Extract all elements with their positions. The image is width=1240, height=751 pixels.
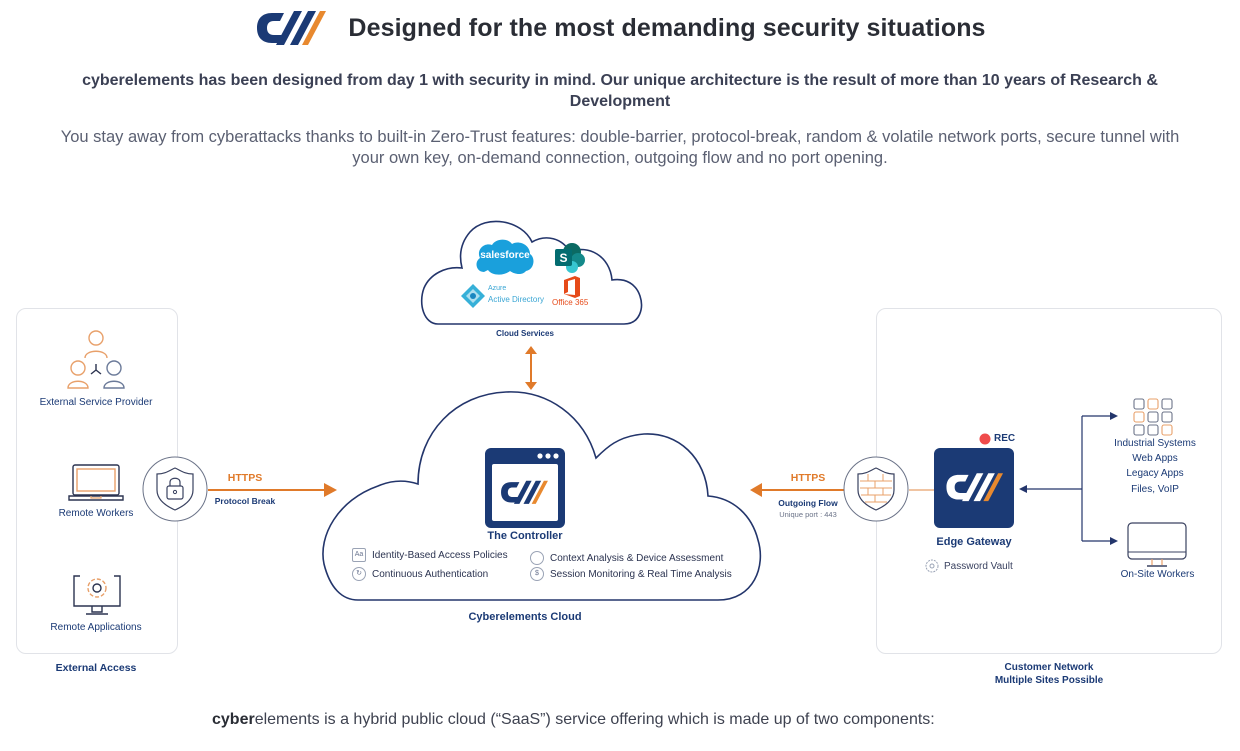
on-site-workers-label: On-Site Workers <box>1120 569 1195 580</box>
unique-port-label: Unique port : 443 <box>779 510 837 519</box>
monitor-gear-icon <box>73 575 121 615</box>
intro-bold: cyberelements has been designed from day… <box>82 72 1158 110</box>
cyberelements-logo-icon <box>257 11 327 45</box>
azure-ad-logo-icon <box>461 284 485 308</box>
bidirectional-arrow-icon <box>525 346 537 390</box>
multiple-sites-label: Multiple Sites Possible <box>994 675 1104 686</box>
https-arrow-left-icon <box>208 483 337 497</box>
magnifier-icon <box>530 551 544 565</box>
intro-regular: You stay away from cyberattacks thanks t… <box>60 128 1180 167</box>
rec-indicator-icon <box>979 433 991 445</box>
sharepoint-letter: S <box>559 251 568 265</box>
feature-label: Context Analysis & Device Assessment <box>550 552 724 564</box>
page-header: Designed for the most demanding security… <box>0 6 1240 50</box>
azure-ad-line1: Azure <box>488 285 507 292</box>
edge-gateway-icon <box>934 448 1014 528</box>
remote-applications-label: Remote Applications <box>50 622 142 633</box>
outgoing-flow-label: Outgoing Flow <box>778 498 838 508</box>
rec-label: REC <box>994 433 1016 444</box>
resource-files-voip: Files, VoIP <box>1131 484 1179 495</box>
protocol-break-label: Protocol Break <box>214 496 276 506</box>
id-card-icon: Aa <box>352 548 366 562</box>
feature-identity-policies: Aa Identity-Based Access Policies <box>352 548 508 562</box>
password-vault-label: Password Vault <box>944 561 1013 572</box>
feature-label: Session Monitoring & Real Time Analysis <box>550 568 732 580</box>
resource-web-apps: Web Apps <box>1132 453 1178 464</box>
cloud-services-label: Cloud Services <box>496 329 554 338</box>
footer-body: elements is a hybrid public cloud (“SaaS… <box>254 711 935 728</box>
sharepoint-logo-icon <box>555 243 585 273</box>
https-left-label: HTTPS <box>227 472 263 484</box>
customer-network-panel <box>876 308 1222 654</box>
salesforce-logo-text: salesforce <box>480 250 530 261</box>
remote-workers-label: Remote Workers <box>58 508 134 519</box>
external-access-label: External Access <box>55 662 137 674</box>
firewall-shield-icon <box>843 456 909 522</box>
monitoring-icon: $ <box>530 567 544 581</box>
footer-text: cyberelements is a hybrid public cloud (… <box>212 711 935 729</box>
feature-label: Continuous Authentication <box>372 568 489 580</box>
page-title: Designed for the most demanding security… <box>348 13 986 42</box>
footer-brand-bold: cyber <box>212 711 255 728</box>
resource-connectors <box>1019 412 1118 545</box>
feature-continuous-auth: ↻ Continuous Authentication <box>352 567 488 581</box>
apps-grid-icon <box>1133 398 1173 436</box>
controller-app-icon <box>485 448 565 528</box>
azure-ad-line2: Active Directory <box>488 295 545 304</box>
cyberelements-cloud-label: Cyberelements Cloud <box>468 611 582 623</box>
feature-session-monitoring: $ Session Monitoring & Real Time Analysi… <box>530 567 732 581</box>
external-service-provider-label: External Service Provider <box>39 397 153 408</box>
laptop-icon <box>68 464 124 501</box>
password-vault-icon <box>925 559 939 573</box>
shield-lock-icon <box>142 456 208 522</box>
resource-industrial-systems: Industrial Systems <box>1114 438 1196 449</box>
feature-context-analysis: Context Analysis & Device Assessment <box>530 551 723 565</box>
controller-title: The Controller <box>487 530 563 542</box>
refresh-user-icon: ↻ <box>352 567 366 581</box>
salesforce-logo-icon <box>476 239 534 275</box>
feature-label: Identity-Based Access Policies <box>372 549 508 561</box>
https-right-label: HTTPS <box>790 472 826 484</box>
customer-network-label: Customer Network <box>1004 662 1094 673</box>
https-arrow-right-icon <box>750 483 846 497</box>
office365-logo-icon <box>564 276 580 298</box>
users-group-icon <box>67 330 125 389</box>
desktop-monitor-icon <box>1127 522 1187 567</box>
gateway-connector-line <box>909 489 935 491</box>
edge-gateway-title: Edge Gateway <box>936 536 1012 548</box>
office365-text: Office 365 <box>552 298 589 307</box>
resource-legacy-apps: Legacy Apps <box>1126 468 1184 479</box>
